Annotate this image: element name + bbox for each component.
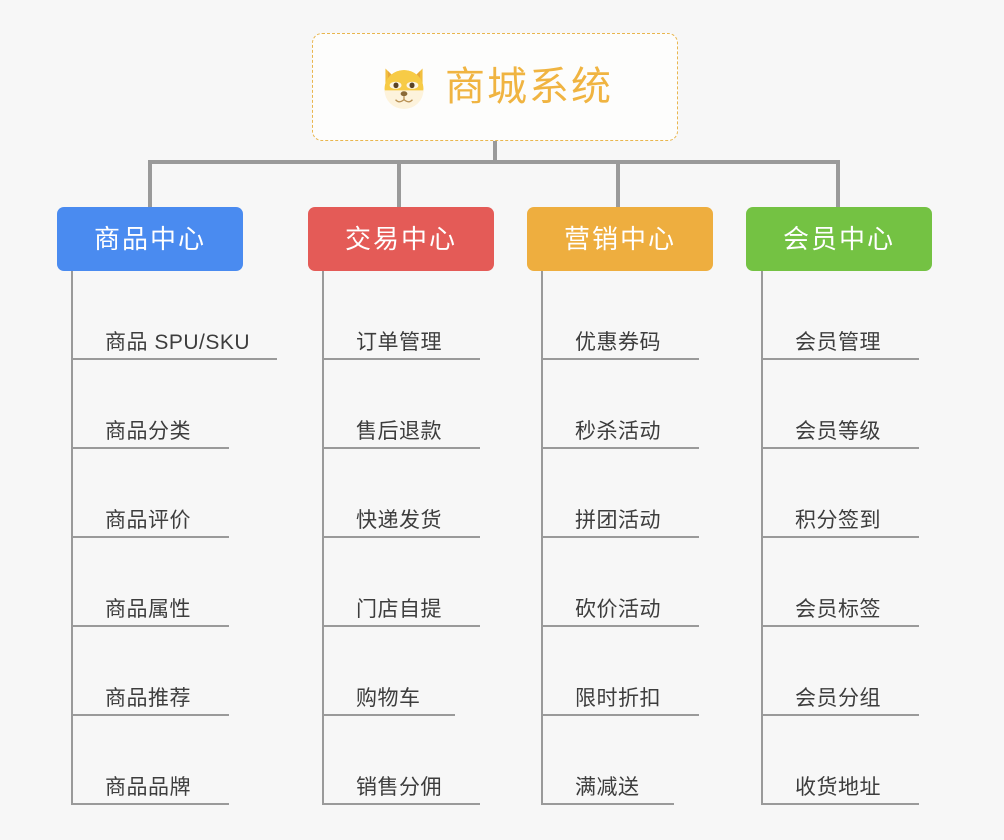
list-item[interactable]: 订单管理 (322, 271, 480, 360)
category-label-4: 会员中心 (782, 224, 895, 254)
leaf-label: 秒杀活动 (575, 419, 661, 443)
leaf-label: 购物车 (356, 686, 421, 710)
leaf-label: 售后退款 (356, 419, 442, 443)
leaf-column-2: 订单管理 售后退款 快递发货 门店自提 购物车 销售分佣 (322, 271, 502, 805)
connector-bus (148, 160, 840, 164)
leaf-label: 销售分佣 (356, 775, 442, 799)
leaf-label: 商品 SPU/SKU (105, 330, 251, 354)
root-title: 商城系统 (445, 65, 613, 109)
list-item[interactable]: 购物车 (322, 627, 455, 716)
list-item[interactable]: 优惠券码 (541, 271, 699, 360)
leaf-label: 会员分组 (795, 686, 881, 710)
list-item[interactable]: 商品推荐 (71, 627, 229, 716)
list-item[interactable]: 销售分佣 (322, 716, 480, 805)
list-item[interactable]: 门店自提 (322, 538, 480, 627)
leaf-label: 商品属性 (105, 597, 191, 621)
leaf-label: 快递发货 (356, 508, 442, 532)
list-item[interactable]: 商品 SPU/SKU (71, 271, 277, 360)
category-label-3: 营销中心 (563, 224, 676, 254)
leaf-label: 商品评价 (105, 508, 191, 532)
list-item[interactable]: 会员分组 (761, 627, 919, 716)
leaf-label: 限时折扣 (575, 686, 661, 710)
leaf-label: 积分签到 (795, 508, 881, 532)
list-item[interactable]: 积分签到 (761, 449, 919, 538)
list-item[interactable]: 会员等级 (761, 360, 919, 449)
leaf-column-4: 会员管理 会员等级 积分签到 会员标签 会员分组 收货地址 (761, 271, 941, 805)
leaf-column-3: 优惠券码 秒杀活动 拼团活动 砍价活动 限时折扣 满减送 (541, 271, 721, 805)
leaf-label: 拼团活动 (575, 508, 661, 532)
list-item[interactable]: 拼团活动 (541, 449, 699, 538)
category-box-3[interactable]: 营销中心 (527, 207, 713, 271)
list-item[interactable]: 售后退款 (322, 360, 480, 449)
list-item[interactable]: 满减送 (541, 716, 674, 805)
leaf-label: 订单管理 (356, 330, 442, 354)
leaf-label: 商品推荐 (105, 686, 191, 710)
leaf-label: 收货地址 (795, 775, 881, 799)
connector-root-stem (493, 141, 497, 164)
list-item[interactable]: 秒杀活动 (541, 360, 699, 449)
connector-drop-1 (148, 160, 152, 208)
connector-drop-2 (397, 160, 401, 208)
leaf-column-1: 商品 SPU/SKU 商品分类 商品评价 商品属性 商品推荐 商品品牌 (71, 271, 281, 805)
list-item[interactable]: 商品属性 (71, 538, 229, 627)
leaf-label: 会员管理 (795, 330, 881, 354)
list-item[interactable]: 商品评价 (71, 449, 229, 538)
category-box-1[interactable]: 商品中心 (57, 207, 243, 271)
list-item[interactable]: 砍价活动 (541, 538, 699, 627)
connector-drop-4 (836, 160, 840, 208)
category-box-4[interactable]: 会员中心 (746, 207, 932, 271)
leaf-label: 会员等级 (795, 419, 881, 443)
leaf-label: 砍价活动 (575, 597, 661, 621)
list-item[interactable]: 会员标签 (761, 538, 919, 627)
list-item[interactable]: 快递发货 (322, 449, 480, 538)
leaf-label: 商品分类 (105, 419, 191, 443)
category-box-2[interactable]: 交易中心 (308, 207, 494, 271)
list-item[interactable]: 商品分类 (71, 360, 229, 449)
root-node[interactable]: 商城系统 (312, 33, 678, 141)
list-item[interactable]: 会员管理 (761, 271, 919, 360)
leaf-label: 满减送 (575, 775, 640, 799)
shiba-dog-icon (384, 68, 424, 109)
list-item[interactable]: 商品品牌 (71, 716, 229, 805)
leaf-label: 商品品牌 (105, 775, 191, 799)
leaf-label: 门店自提 (356, 597, 442, 621)
leaf-label: 会员标签 (795, 597, 881, 621)
category-label-2: 交易中心 (344, 224, 457, 254)
list-item[interactable]: 限时折扣 (541, 627, 699, 716)
category-label-1: 商品中心 (93, 224, 206, 254)
list-item[interactable]: 收货地址 (761, 716, 919, 805)
connector-drop-3 (616, 160, 620, 208)
leaf-label: 优惠券码 (575, 330, 661, 354)
